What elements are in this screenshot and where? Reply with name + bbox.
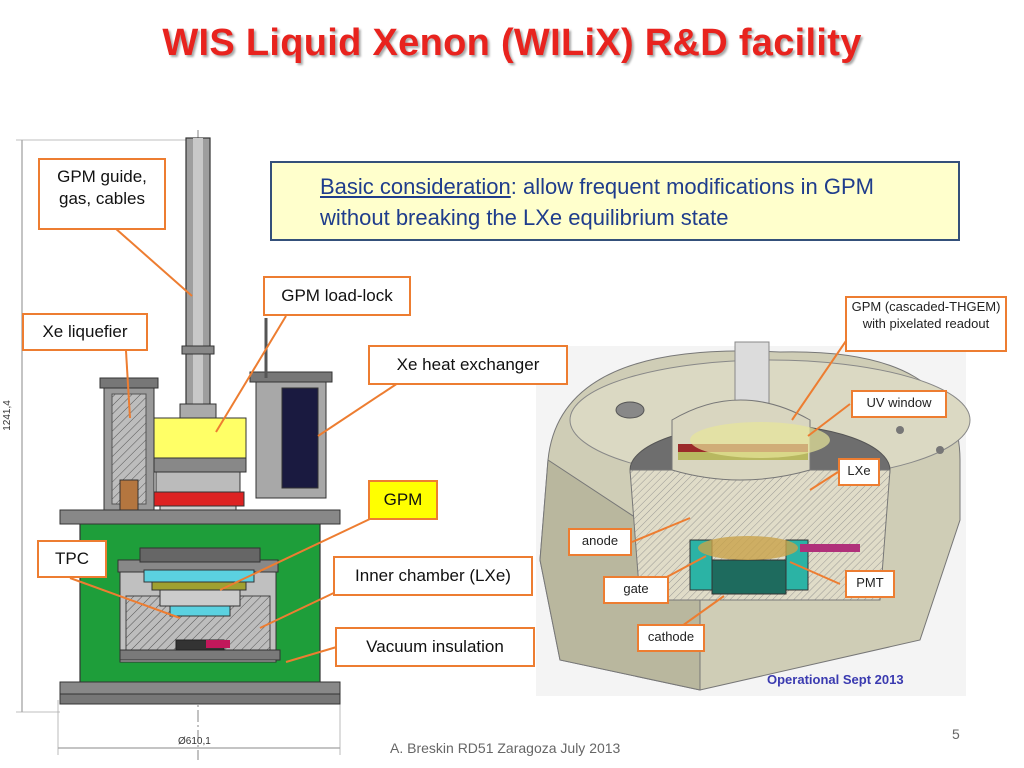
vacuum-insulation-label: Vacuum insulation: [335, 627, 535, 667]
basic-consideration-heading: Basic consideration: [320, 174, 511, 199]
gpm-cascaded-label: GPM (cascaded-THGEM) with pixelated read…: [845, 296, 1007, 352]
cathode-label: cathode: [637, 624, 705, 652]
diameter-dimension: Ø610,1: [178, 736, 211, 747]
basic-consideration-text: : allow frequent modifications in GPM wi…: [320, 174, 874, 231]
gpm-label: GPM: [368, 480, 438, 520]
left-cross-section-drawing: [16, 130, 341, 760]
gpm-guide-label: GPM guide, gas, cables: [38, 158, 166, 230]
leader-lines: [69, 227, 851, 663]
page-number: 5: [952, 726, 960, 742]
xe-heat-exchanger-label: Xe heat exchanger: [368, 345, 568, 385]
operational-date: Operational Sept 2013: [767, 672, 904, 687]
lxe-label: LXe: [838, 458, 880, 486]
height-dimension: 1241,4: [1, 400, 13, 431]
inner-chamber-label: Inner chamber (LXe): [333, 556, 533, 596]
basic-consideration-box: Basic consideration: allow frequent modi…: [270, 161, 960, 241]
footer-credit: A. Breskin RD51 Zaragoza July 2013: [390, 740, 621, 756]
slide-title: WIS Liquid Xenon (WILiX) R&D facility: [162, 22, 862, 64]
xe-liquefier-label: Xe liquefier: [22, 313, 148, 351]
tpc-label: TPC: [37, 540, 107, 578]
gate-label: gate: [603, 576, 669, 604]
uv-window-label: UV window: [851, 390, 947, 418]
gpm-load-lock-label: GPM load-lock: [263, 276, 411, 316]
anode-label: anode: [568, 528, 632, 556]
pmt-label: PMT: [845, 570, 895, 598]
